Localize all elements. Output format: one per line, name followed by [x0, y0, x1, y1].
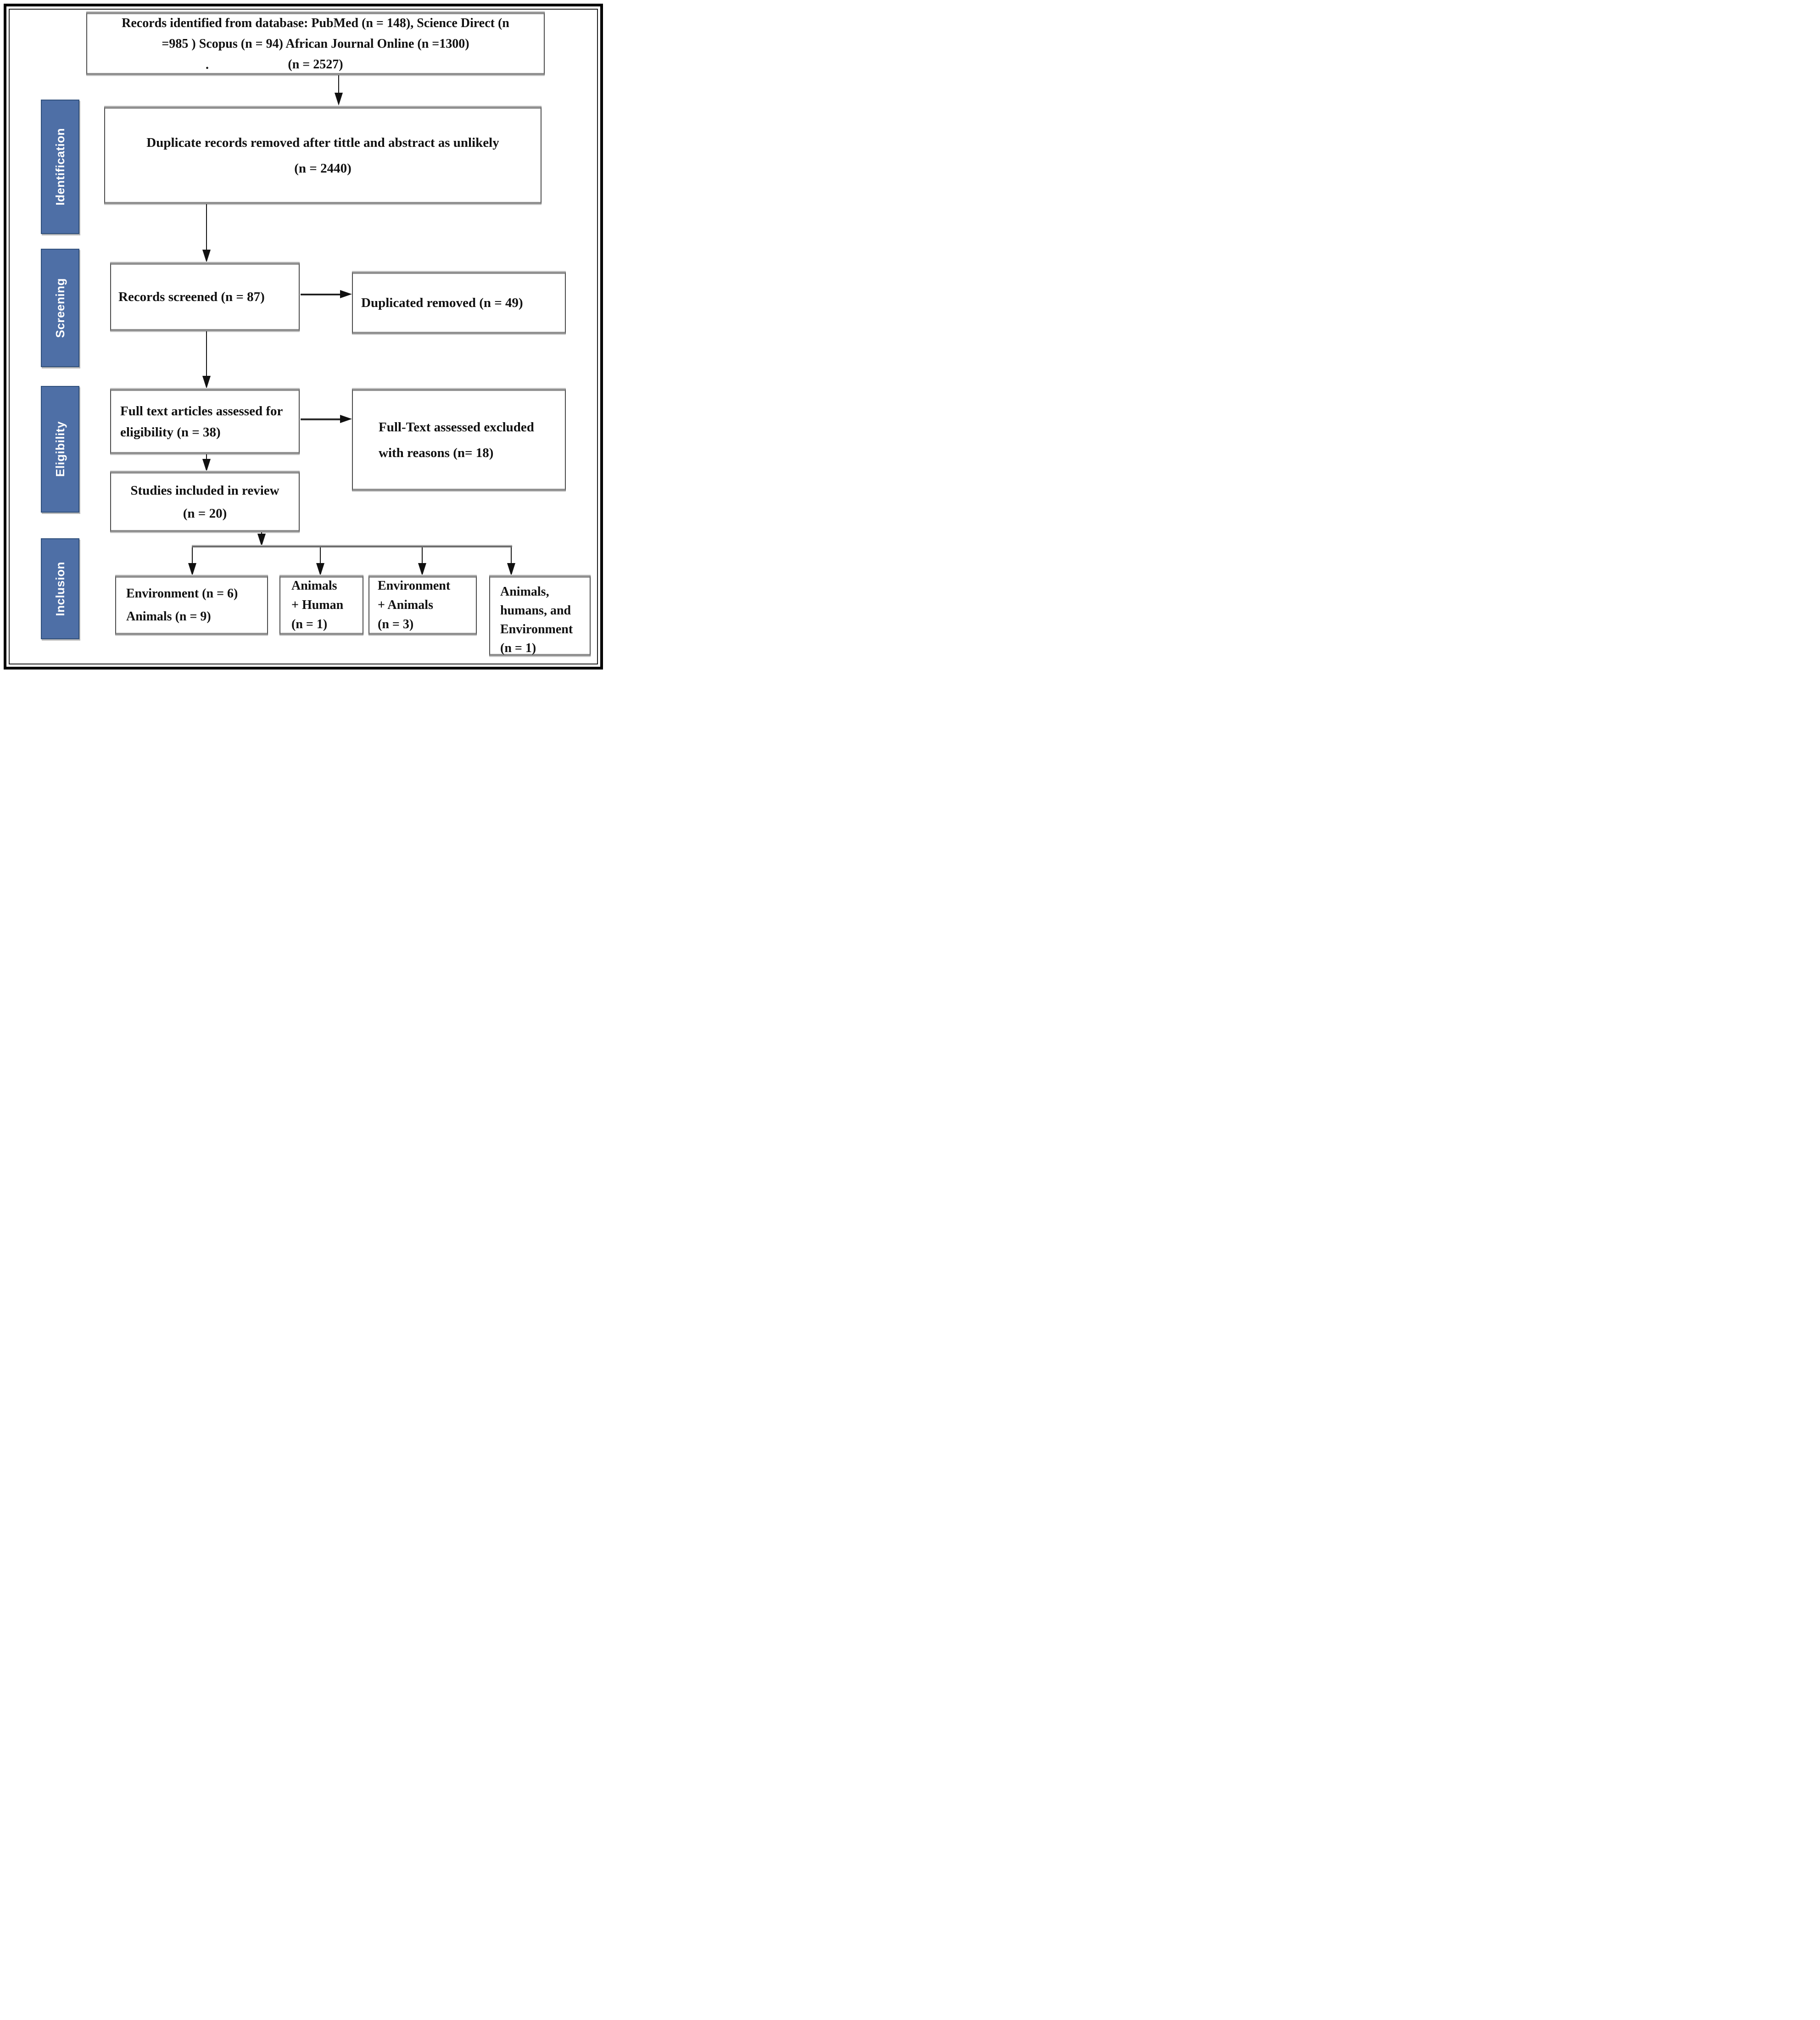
- full-text-assessed-line1: Full text articles assessed for: [120, 403, 283, 419]
- outcome-animals-humans-environment-box: Animals, humans, and Environment (n = 1): [489, 575, 591, 656]
- outcome-environment-plus-animals-line3: (n = 3): [378, 617, 414, 631]
- branch-drop3-line: [422, 547, 423, 563]
- connector-screened-to-fulltext-line: [206, 331, 207, 376]
- records-screened-line1: Records screened (n = 87): [118, 289, 265, 304]
- connector-top-to-identification-arrowhead: [335, 93, 343, 106]
- branch-drop1-line: [192, 547, 193, 563]
- duplicates-removed-box: Duplicate records removed after tittle a…: [104, 106, 542, 204]
- records-identified-box: Records identified from database: PubMed…: [86, 12, 545, 75]
- connector-studies-to-branch-arrowhead: [257, 534, 266, 547]
- branch-drop3-arrowhead: [418, 563, 426, 576]
- stage-label-identification-text: Identification: [53, 128, 67, 206]
- connector-fulltext-to-excluded-line: [301, 419, 340, 420]
- outcome-environment-animals-box: Environment (n = 6) Animals (n = 9): [115, 575, 268, 635]
- full-text-assessed-box: Full text articles assessed for eligibil…: [110, 389, 300, 454]
- outcome-environment-animals-line1: Environment (n = 6): [126, 586, 238, 601]
- outcome-animals-human-line1: Animals: [291, 579, 337, 593]
- records-screened-box: Records screened (n = 87): [110, 262, 300, 331]
- stage-label-screening: Screening: [41, 249, 79, 367]
- outcome-environment-plus-animals-box: Environment + Animals (n = 3): [368, 575, 477, 635]
- outcome-environment-plus-animals-line2: + Animals: [378, 598, 433, 612]
- connector-screened-to-duplicated-line: [301, 294, 340, 295]
- studies-included-line1: Studies included in review: [130, 483, 279, 498]
- branch-drop1-arrowhead: [188, 563, 196, 576]
- full-text-assessed-line2: eligibility (n = 38): [120, 424, 221, 440]
- outcome-animals-humans-environment-line3: Environment: [500, 622, 573, 636]
- connector-fulltext-to-studies-arrowhead: [202, 459, 211, 472]
- duplicates-removed-line2: (n = 2440): [294, 161, 352, 176]
- duplicated-removed-line1: Duplicated removed (n = 49): [361, 295, 523, 310]
- connector-studies-to-branch-line: [261, 532, 262, 534]
- outcome-environment-plus-animals-line1: Environment: [378, 579, 451, 593]
- connector-identification-to-screened-arrowhead: [202, 250, 211, 262]
- records-identified-line3: (n = 2527): [288, 57, 343, 72]
- outcome-animals-humans-environment-line2: humans, and: [500, 603, 571, 618]
- branch-drop2-arrowhead: [316, 563, 324, 576]
- records-identified-line2: =985 ) Scopus (n = 94) African Journal O…: [162, 36, 469, 51]
- branch-drop4-arrowhead: [507, 563, 515, 576]
- outcome-animals-humans-environment-line1: Animals,: [500, 585, 549, 599]
- full-text-excluded-box: Full-Text assessed excluded with reasons…: [352, 389, 566, 491]
- connector-fulltext-to-studies-line: [206, 454, 207, 459]
- connector-screened-to-duplicated-arrowhead: [340, 290, 352, 298]
- stage-label-identification: Identification: [41, 100, 79, 234]
- branch-drop4-line: [511, 547, 512, 563]
- connector-fulltext-to-excluded-arrowhead: [340, 415, 352, 423]
- outcome-animals-human-box: Animals + Human (n = 1): [279, 575, 363, 635]
- outcome-animals-human-line2: + Human: [291, 598, 344, 612]
- stage-label-inclusion-text: Inclusion: [53, 561, 67, 616]
- stage-label-eligibility: Eligibility: [41, 386, 79, 513]
- outcome-animals-human-line3: (n = 1): [291, 617, 328, 631]
- stage-label-screening-text: Screening: [53, 278, 67, 338]
- branch-distribution-line: [192, 546, 512, 547]
- connector-identification-to-screened-line: [206, 204, 207, 250]
- studies-included-box: Studies included in review (n = 20): [110, 471, 300, 532]
- duplicated-removed-box: Duplicated removed (n = 49): [352, 272, 566, 334]
- outcome-animals-humans-environment-line4: (n = 1): [500, 641, 536, 655]
- full-text-excluded-line2: with reasons (n= 18): [379, 445, 494, 460]
- duplicates-removed-line1: Duplicate records removed after tittle a…: [146, 135, 499, 150]
- outcome-environment-animals-line2: Animals (n = 9): [126, 609, 211, 624]
- stage-label-inclusion: Inclusion: [41, 538, 79, 639]
- stray-period-mark: .: [206, 58, 209, 72]
- inner-frame: [9, 9, 598, 664]
- connector-screened-to-fulltext-arrowhead: [202, 376, 211, 389]
- connector-top-to-identification-line: [338, 75, 339, 94]
- branch-drop2-line: [320, 547, 321, 563]
- full-text-excluded-line1: Full-Text assessed excluded: [379, 419, 534, 435]
- records-identified-line1: Records identified from database: PubMed…: [122, 16, 509, 30]
- stage-label-eligibility-text: Eligibility: [53, 421, 67, 477]
- prisma-flow-diagram: Identification Screening Eligibility Inc…: [0, 0, 607, 673]
- outer-frame: [4, 4, 603, 670]
- studies-included-line2: (n = 20): [183, 506, 227, 521]
